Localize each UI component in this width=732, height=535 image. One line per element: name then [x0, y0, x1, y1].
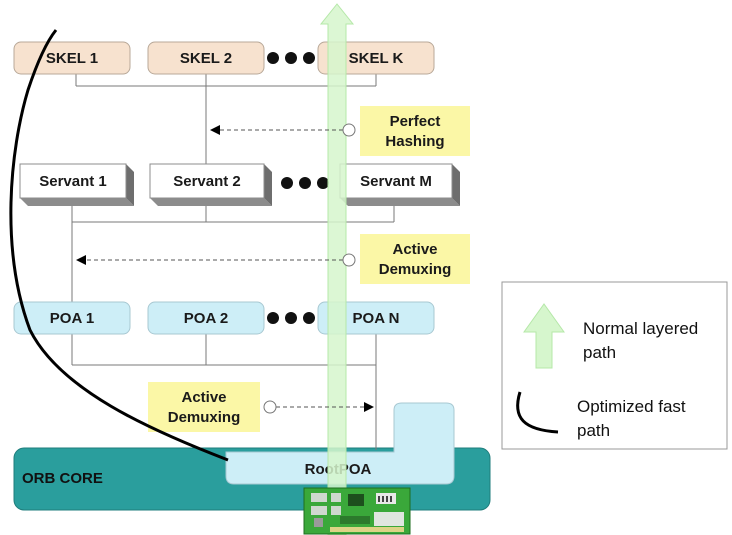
- servant-m-box: [339, 163, 460, 206]
- legend-normal-arrow-icon: [523, 303, 565, 369]
- perfect-hashing-origin: [342, 123, 356, 137]
- fast-path-curve: [9, 29, 229, 462]
- legend-fast-path-icon: [516, 391, 559, 434]
- active-demux-servant-line-2: Demuxing: [379, 261, 452, 278]
- poa-1-box: [13, 301, 131, 335]
- skel-k-box: [317, 41, 435, 75]
- active-demux-servant-line-1: Active: [392, 241, 437, 258]
- skel-1-label: SKEL 1: [46, 50, 98, 67]
- active-demux-servant-origin: [342, 253, 356, 267]
- servant-ellipsis: [281, 177, 329, 189]
- servant-2-label: Servant 2: [173, 173, 241, 190]
- servant-1-label: Servant 1: [39, 173, 107, 190]
- skel-ellipsis: [267, 52, 315, 64]
- poa-n-label: POA N: [353, 310, 400, 327]
- legend-fast-line-1: Optimized fast: [577, 397, 686, 416]
- active-demux-servant-note: [360, 234, 470, 284]
- perfect-hashing-note: [360, 106, 470, 156]
- normal-path-arrow: [319, 3, 355, 535]
- legend-normal-line-1: Normal layered: [583, 319, 698, 338]
- perfect-hashing-line-2: Hashing: [385, 133, 444, 150]
- active-demux-poa-line-1: Active: [181, 389, 226, 406]
- active-demux-poa-note: [148, 382, 260, 432]
- poa-n-box: [317, 301, 435, 335]
- active-demux-poa-origin: [263, 400, 277, 414]
- poa-1-label: POA 1: [50, 310, 94, 327]
- poa-2-box: [147, 301, 265, 335]
- root-poa-box: [225, 402, 455, 485]
- servant-m-label: Servant M: [360, 173, 432, 190]
- poa-2-label: POA 2: [184, 310, 228, 327]
- orb-core-label: ORB CORE: [22, 470, 103, 487]
- poa-ellipsis: [267, 312, 315, 324]
- servant-1-box: [19, 163, 134, 206]
- skel-2-label: SKEL 2: [180, 50, 232, 67]
- skel-2-box: [147, 41, 265, 75]
- network-card-icon: [303, 487, 411, 535]
- perfect-hashing-line-1: Perfect: [390, 113, 441, 130]
- active-demux-poa-line-2: Demuxing: [168, 409, 241, 426]
- legend-fast-line-2: path: [577, 421, 610, 440]
- legend-normal-line-2: path: [583, 343, 616, 362]
- servant-2-box: [149, 163, 272, 206]
- skel-k-label: SKEL K: [349, 50, 404, 67]
